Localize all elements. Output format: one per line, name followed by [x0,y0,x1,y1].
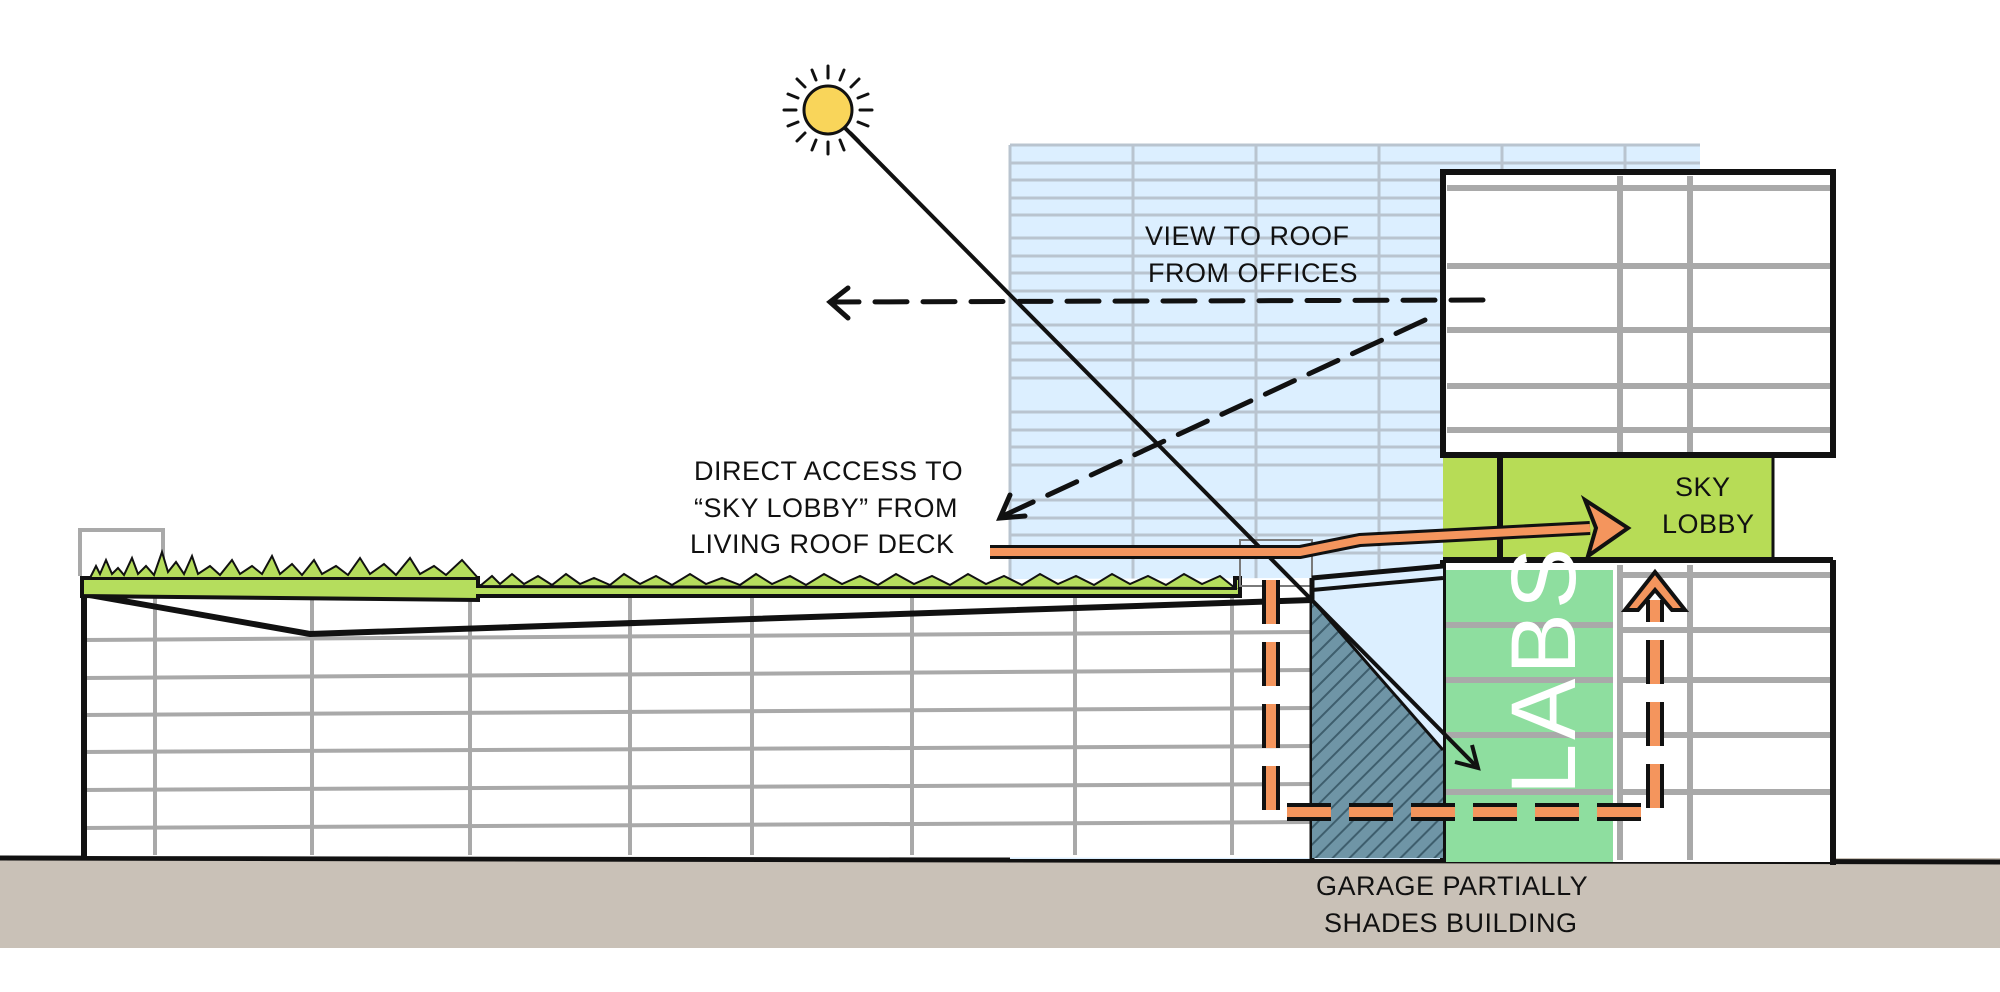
sun-ray-arrow-head-icon [1454,744,1481,771]
direct-access-label-line1: DIRECT ACCESS TO [694,456,963,486]
shade-hatch [1312,600,1443,858]
sky-lobby-arrow-head-icon [1580,494,1632,561]
view-arrows [826,285,1486,521]
sky-lobby-label-line2: LOBBY [1662,509,1755,539]
sun-ray [843,126,1477,767]
direct-access-label-line3: LIVING ROOF DECK [690,529,955,559]
ground [0,858,2000,948]
direct-access-label-line2: “SKY LOBBY” FROM [694,493,958,523]
circulation-path [990,494,1690,821]
parking-garage [78,528,1313,858]
sky-lobby-label-line1: SKY [1675,472,1731,502]
garage-label-line2: SHADES BUILDING [1324,908,1578,938]
garage-label-line1: GARAGE PARTIALLY [1316,871,1588,901]
sun-icon [782,64,874,156]
labs-label: LABS [1493,544,1595,795]
upper-office-block [1440,169,1836,458]
labs-arrow-head-icon [1620,568,1690,612]
view-to-roof-label-line1: VIEW TO ROOF [1145,221,1350,251]
view-to-roof-label-line2: FROM OFFICES [1148,258,1358,288]
